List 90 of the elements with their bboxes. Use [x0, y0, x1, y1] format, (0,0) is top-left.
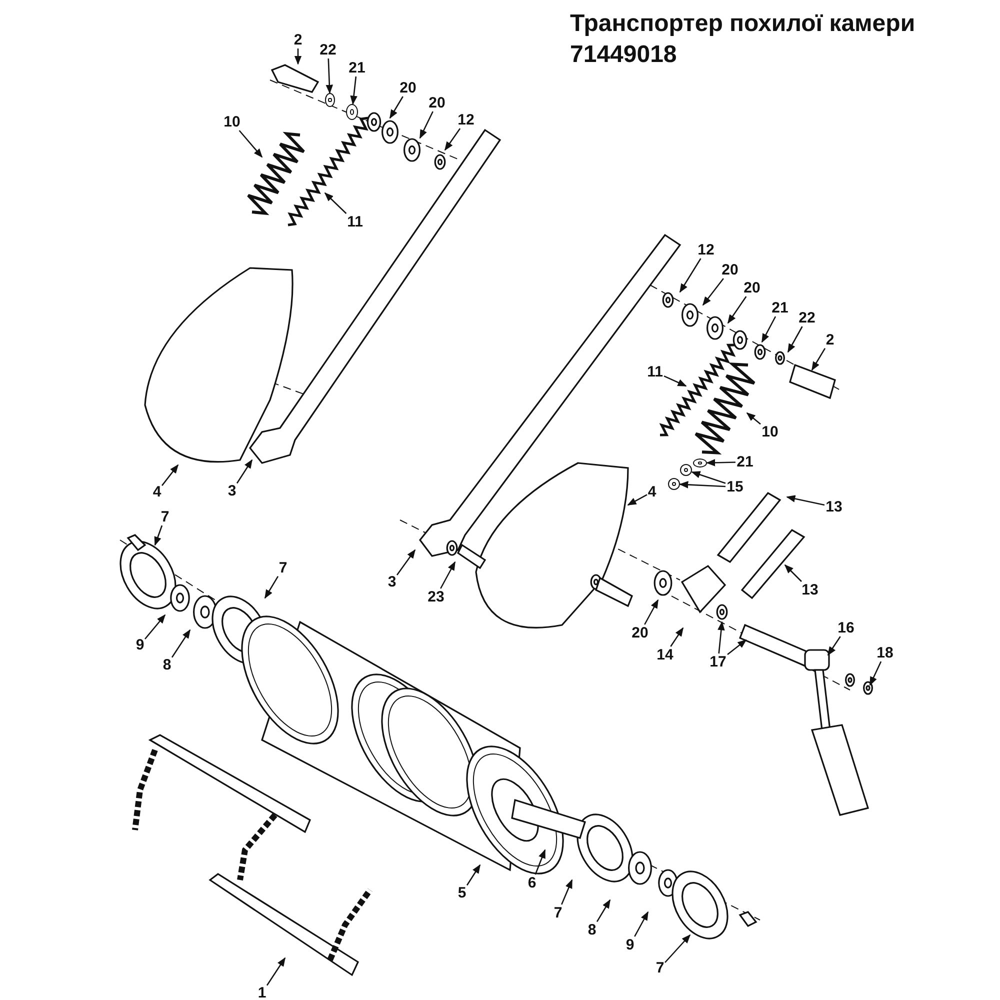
callout-number: 18 [876, 644, 894, 662]
leader-line [679, 481, 726, 488]
callout-number: 11 [646, 364, 664, 380]
leader-line [746, 412, 761, 425]
leader-line [869, 661, 882, 686]
washer [346, 104, 358, 120]
callout-number: 7 [278, 560, 288, 576]
leader-line [324, 192, 347, 214]
washer [680, 464, 692, 476]
callout-number: 3 [226, 482, 238, 500]
callout-number: 7 [160, 508, 170, 526]
callout-number: 8 [162, 656, 172, 674]
leader-line [679, 258, 702, 293]
leader-line [827, 636, 841, 656]
leader-line [419, 111, 434, 139]
leader-line [596, 899, 611, 922]
callout-number: 15 [726, 478, 744, 496]
leader-line [154, 525, 163, 546]
washer [668, 478, 680, 490]
callout-number: 21 [736, 454, 754, 470]
leader-line [706, 459, 736, 466]
callout-number: 22 [318, 42, 338, 58]
callout-number: 10 [222, 114, 242, 130]
callout-number: 21 [770, 300, 790, 316]
callout-number: 20 [428, 94, 446, 112]
leader-line [236, 459, 253, 484]
leader-line [718, 621, 725, 654]
callout-number: 17 [708, 654, 728, 670]
leader-line [761, 316, 776, 343]
leader-line [727, 639, 747, 656]
callout-number: 1 [256, 984, 268, 1000]
callout-number: 20 [398, 80, 418, 96]
callout-number: 23 [426, 588, 446, 606]
callout-number: 12 [456, 112, 476, 128]
leader-line [786, 495, 825, 506]
washer [325, 93, 335, 107]
callout-number: 13 [800, 582, 820, 598]
leader-line [266, 957, 286, 986]
callout-number: 3 [386, 574, 398, 590]
leader-line [561, 879, 573, 905]
leader-line [811, 348, 826, 371]
leader-line [440, 561, 456, 589]
callout-number: 21 [348, 60, 366, 76]
callout-number: 7 [552, 904, 564, 922]
leader-line [702, 278, 724, 306]
callout-number: 22 [798, 310, 816, 326]
leader-line [144, 614, 166, 640]
callout-number: 8 [586, 922, 598, 938]
callout-number: 5 [456, 884, 468, 902]
callout-number: 9 [624, 936, 636, 954]
leader-line [534, 849, 546, 875]
leader-line [787, 326, 803, 353]
leader-line [350, 76, 358, 105]
leader-line [634, 911, 649, 937]
callout-number: 20 [630, 624, 650, 642]
leader-line [644, 599, 659, 625]
callout-number: 2 [824, 332, 836, 348]
leader-line [389, 96, 404, 119]
diagram-title: Транспортер похилої камери 71449018 [570, 9, 916, 70]
leader-line [627, 494, 648, 506]
callout-number: 14 [656, 646, 674, 664]
leader-line [727, 296, 747, 324]
leader-line [444, 128, 461, 151]
callout-number: 12 [696, 242, 716, 258]
leader-line [664, 375, 687, 387]
leader-line [171, 629, 191, 658]
leader-line [664, 934, 691, 963]
callout-number: 10 [760, 424, 780, 440]
callout-number: 11 [346, 214, 364, 230]
leader-line [326, 58, 334, 94]
leader-line [784, 564, 802, 582]
leader-line [670, 627, 684, 647]
callout-number: 20 [720, 262, 740, 278]
leader-line [294, 48, 302, 65]
callout-number: 6 [526, 874, 538, 892]
leader-line [691, 471, 726, 484]
callout-number: 7 [654, 960, 666, 976]
washer [693, 458, 707, 468]
leader-line [264, 576, 279, 599]
callout-number: 20 [742, 280, 762, 296]
leader-line [396, 549, 416, 576]
leader-line [466, 864, 481, 886]
leader-line [161, 464, 179, 486]
leader-line [238, 130, 263, 158]
callout-number: 13 [824, 498, 844, 516]
callout-number: 9 [134, 636, 146, 654]
callout-number: 16 [836, 620, 856, 636]
callout-number: 4 [646, 484, 658, 500]
callout-number: 4 [152, 484, 162, 500]
callout-number: 2 [292, 32, 304, 48]
